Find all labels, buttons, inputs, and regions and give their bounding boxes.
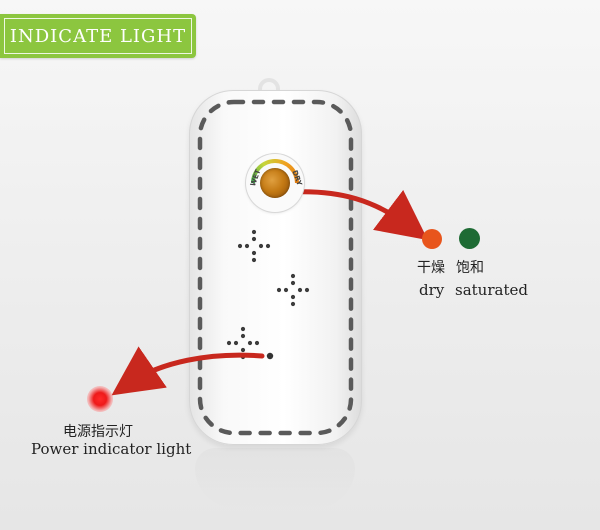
power-label-en: Power indicator light	[31, 440, 192, 458]
vent-dot-clusters	[226, 229, 310, 360]
vent-dot	[254, 340, 260, 346]
vent-dot	[226, 340, 232, 346]
power-indicator-glow	[87, 386, 113, 412]
vent-slot-border	[197, 99, 354, 436]
arrow-to-status	[289, 189, 428, 241]
vent-dot	[290, 273, 296, 279]
vent-dot	[244, 243, 250, 249]
vent-dot	[240, 347, 246, 353]
power-label-zh: 电源指示灯	[63, 424, 133, 440]
vent-dot	[290, 301, 296, 307]
vent-dot	[290, 280, 296, 286]
arrow-to-power-light	[111, 346, 265, 396]
saturated-label-zh: 饱和	[456, 260, 484, 276]
vent-dot	[240, 326, 246, 332]
dry-status-dot	[422, 229, 442, 249]
section-banner: INDICATE LIGHT	[0, 14, 196, 58]
vent-dot	[276, 287, 282, 293]
vent-dot	[265, 243, 271, 249]
vent-dot	[290, 294, 296, 300]
dehumidifier-device	[189, 90, 362, 445]
vent-dot	[251, 257, 257, 263]
saturated-status-dot	[459, 228, 480, 249]
power-led-hole	[266, 352, 274, 360]
vent-dot	[251, 250, 257, 256]
vent-dot	[283, 287, 289, 293]
vent-dot	[240, 333, 246, 339]
vent-dot	[304, 287, 310, 293]
saturated-label-en: saturated	[455, 281, 528, 299]
dry-label-en: dry	[419, 281, 445, 299]
humidity-indicator: WET DRY	[246, 154, 304, 212]
banner-title: INDICATE LIGHT	[4, 18, 192, 54]
vent-dot	[258, 243, 264, 249]
vent-dot	[251, 236, 257, 242]
vent-dot	[297, 287, 303, 293]
device-reflection	[195, 448, 355, 508]
vent-dot	[251, 229, 257, 235]
dry-label-zh: 干燥	[417, 260, 445, 276]
vent-dot	[233, 340, 239, 346]
vent-dot	[247, 340, 253, 346]
vent-dot	[237, 243, 243, 249]
indicator-gel	[260, 168, 290, 198]
